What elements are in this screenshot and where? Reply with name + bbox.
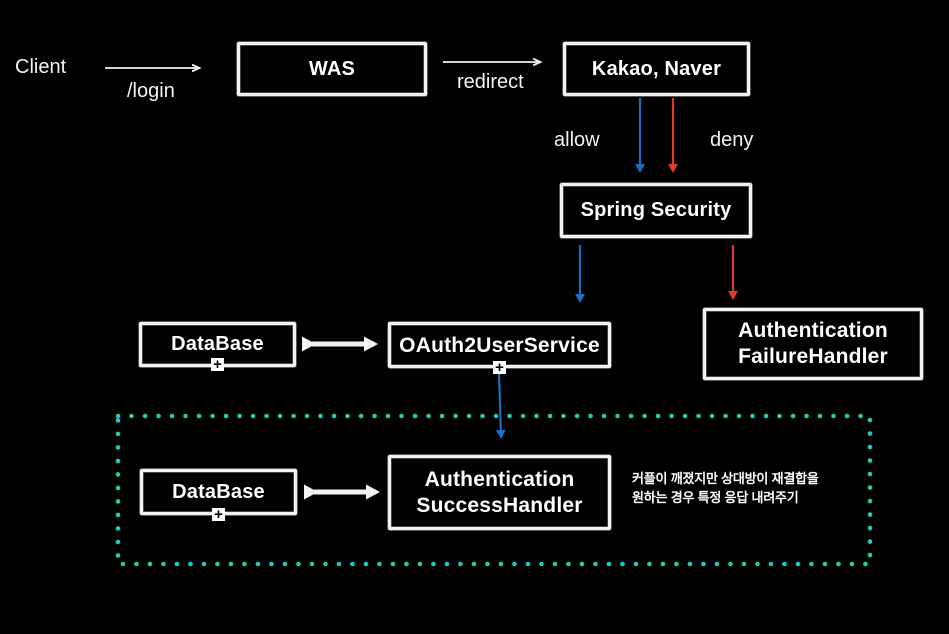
node-kakao-naver: Kakao, Naver: [563, 42, 750, 96]
node-database-upper-label: DataBase: [171, 333, 264, 355]
plus-icon: +: [493, 360, 506, 375]
node-was: WAS: [237, 42, 427, 96]
redirect-label: redirect: [457, 71, 524, 93]
node-spring-security-label: Spring Security: [580, 199, 732, 221]
success-handler-line2: SuccessHandler: [416, 493, 583, 517]
node-authentication-failure-handler: Authentication FailureHandler: [703, 308, 923, 380]
plus-icon: +: [211, 357, 224, 372]
node-oauth2-user-service: OAuth2UserService: [388, 322, 611, 368]
success-handler-line1: Authentication: [424, 467, 575, 491]
node-was-label: WAS: [308, 57, 356, 80]
node-authentication-success-handler: Authentication SuccessHandler: [388, 455, 611, 530]
client-label: Client: [15, 56, 67, 78]
success-handler-annotation: 커플이 깨졌지만 상대방이 재결합을 원하는 경우 특정 응답 내려주기: [632, 469, 819, 507]
plus-icon: +: [212, 507, 225, 522]
dotted-group-frame: [115, 413, 873, 567]
login-path-label: /login: [127, 80, 175, 102]
deny-label: deny: [710, 129, 754, 151]
failure-handler-line2: FailureHandler: [738, 345, 888, 368]
node-database-lower-label: DataBase: [172, 480, 265, 503]
node-oauth2-user-service-label: OAuth2UserService: [399, 333, 600, 357]
failure-handler-line1: Authentication: [738, 319, 888, 342]
annotation-line1: 커플이 깨졌지만 상대방이 재결합을: [632, 471, 819, 486]
annotation-line2: 원하는 경우 특정 응답 내려주기: [632, 490, 799, 505]
node-spring-security: Spring Security: [560, 183, 752, 238]
node-kakao-naver-label: Kakao, Naver: [591, 57, 722, 80]
allow-label: allow: [554, 129, 600, 151]
node-database-lower: DataBase: [140, 469, 297, 515]
arrow-oauth2userservice-to-successhandler: [495, 373, 506, 439]
